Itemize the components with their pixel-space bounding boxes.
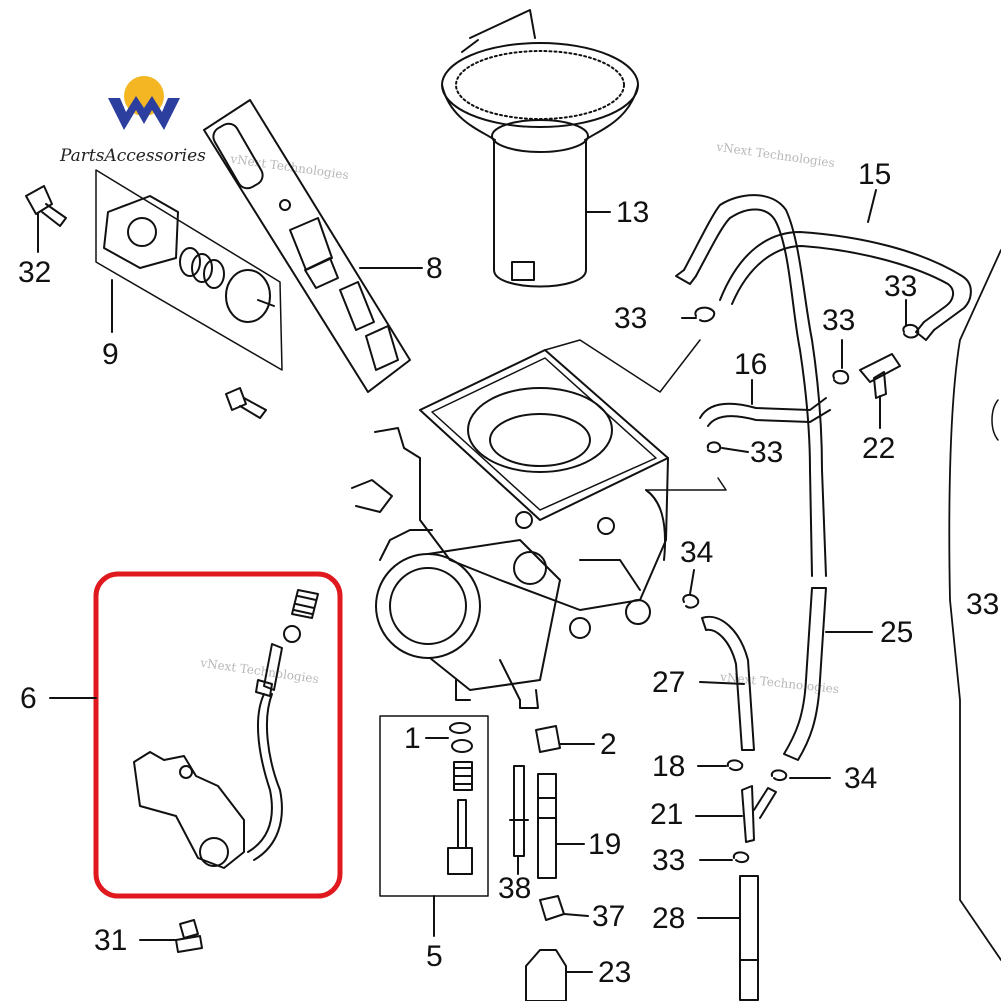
callout-1: 1 xyxy=(404,722,421,755)
breather-hose-icon xyxy=(701,615,755,751)
callout-37: 37 xyxy=(592,900,626,933)
hose-clip-icon xyxy=(682,594,788,864)
callout-16: 16 xyxy=(734,348,768,381)
callout-33: 33 xyxy=(966,588,1000,621)
callout-19: 19 xyxy=(588,828,622,861)
carburetor-body-icon xyxy=(351,349,669,709)
leader-line xyxy=(867,189,877,223)
throttle-stop-screw-icon xyxy=(133,589,319,869)
tube-icon xyxy=(739,875,759,1001)
callout-15: 15 xyxy=(858,158,892,191)
callout-6: 6 xyxy=(20,682,37,715)
screw-icon xyxy=(25,185,67,227)
jet-icon xyxy=(509,765,529,857)
float-valve-icon xyxy=(525,949,567,1001)
leader-line xyxy=(689,569,695,595)
drain-hose-icon xyxy=(699,397,831,427)
accelerator-pump-icon xyxy=(95,169,283,371)
airbox-outline-icon xyxy=(948,249,1001,961)
callout-23: 23 xyxy=(598,956,632,989)
leader-line xyxy=(645,477,727,491)
callout-28: 28 xyxy=(652,902,686,935)
brand-name: PartsAccessories xyxy=(60,146,206,166)
screw-icon xyxy=(175,919,203,953)
callout-18: 18 xyxy=(652,750,686,783)
diaphragm-piston-icon xyxy=(441,9,639,288)
plug-bolt-icon xyxy=(535,725,561,753)
callout-27: 27 xyxy=(652,666,686,699)
callout-8: 8 xyxy=(426,252,443,285)
y-fitting-icon xyxy=(741,785,777,843)
callout-5: 5 xyxy=(426,940,443,973)
brand-logo-icon xyxy=(108,76,180,130)
overflow-hose-icon xyxy=(783,587,827,761)
callout-21: 21 xyxy=(650,798,684,831)
callout-33: 33 xyxy=(614,302,648,335)
highlight-box xyxy=(93,571,343,899)
hose-clip-icon xyxy=(694,306,920,454)
callout-33: 33 xyxy=(884,270,918,303)
leader-line xyxy=(699,681,745,685)
leader-line xyxy=(544,339,701,393)
callout-2: 2 xyxy=(600,728,617,761)
callout-34: 34 xyxy=(844,762,878,795)
leader-line xyxy=(721,447,749,453)
callout-25: 25 xyxy=(880,616,914,649)
callout-38: 38 xyxy=(498,872,532,905)
needle-jet-icon xyxy=(203,99,411,393)
callout-9: 9 xyxy=(102,338,119,371)
callout-13: 13 xyxy=(616,196,650,229)
screw-icon xyxy=(539,895,565,921)
screw-icon xyxy=(225,387,267,419)
leader-line xyxy=(563,913,589,917)
callout-33: 33 xyxy=(652,844,686,877)
pilot-screw-set-icon xyxy=(379,715,489,897)
vent-hose-icon xyxy=(675,194,972,577)
callout-32: 32 xyxy=(18,256,52,289)
callout-33: 33 xyxy=(822,304,856,337)
callout-22: 22 xyxy=(862,432,896,465)
main-jet-icon xyxy=(537,773,557,879)
callout-34: 34 xyxy=(680,536,714,569)
tee-fitting-icon xyxy=(859,353,901,399)
callout-33: 33 xyxy=(750,436,784,469)
callout-31: 31 xyxy=(94,924,128,957)
